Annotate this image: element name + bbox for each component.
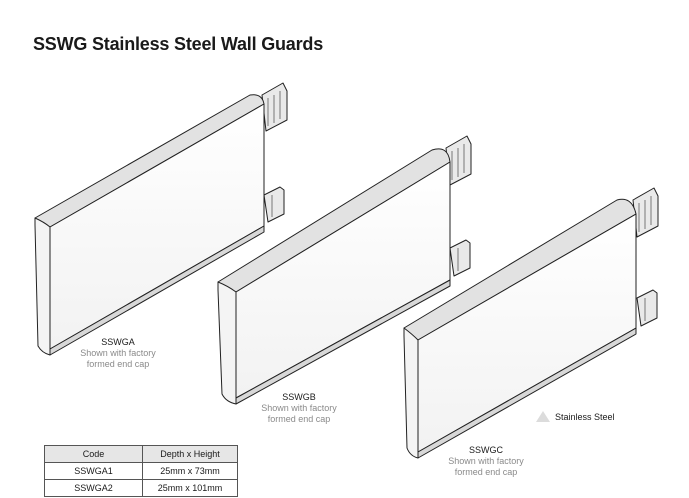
wall-guard-sswgc — [403, 187, 659, 459]
product-note: Shown with factory — [261, 403, 337, 413]
product-note: formed end cap — [454, 467, 518, 477]
table-row: SSWGA1 25mm x 73mm — [44, 462, 238, 480]
product-code: SSWGA — [101, 337, 135, 347]
column-header-code: Code — [44, 445, 143, 463]
caption-sswgc: SSWGC Shown with factory formed end cap — [431, 445, 541, 478]
table-cell-dimensions: 25mm x 73mm — [142, 462, 238, 480]
product-note: formed end cap — [86, 359, 150, 369]
material-legend: Stainless Steel — [536, 411, 615, 422]
caption-sswgb: SSWGB Shown with factory formed end cap — [244, 392, 354, 425]
legend-label: Stainless Steel — [555, 411, 615, 422]
table-cell-code: SSWGA1 — [44, 462, 143, 480]
product-note: Shown with factory — [448, 456, 524, 466]
product-code: SSWGB — [282, 392, 316, 402]
wall-guard-sswgb — [217, 135, 472, 405]
product-code: SSWGC — [468, 445, 503, 455]
table-header-row: Code Depth x Height — [44, 445, 238, 463]
wall-guard-sswga — [34, 82, 288, 356]
page-title: SSWG Stainless Steel Wall Guards — [33, 34, 324, 54]
product-note: formed end cap — [267, 414, 331, 424]
table-cell-code: SSWGA2 — [44, 479, 143, 497]
table-row: SSWGA2 25mm x 101mm — [44, 479, 238, 497]
product-note: Shown with factory — [80, 348, 156, 358]
spec-table: Code Depth x Height SSWGA1 25mm x 73mm S… — [44, 445, 238, 497]
triangle-icon — [536, 411, 550, 422]
caption-sswga: SSWGA Shown with factory formed end cap — [63, 337, 173, 370]
column-header-dimensions: Depth x Height — [142, 445, 238, 463]
table-cell-dimensions: 25mm x 101mm — [142, 479, 238, 497]
